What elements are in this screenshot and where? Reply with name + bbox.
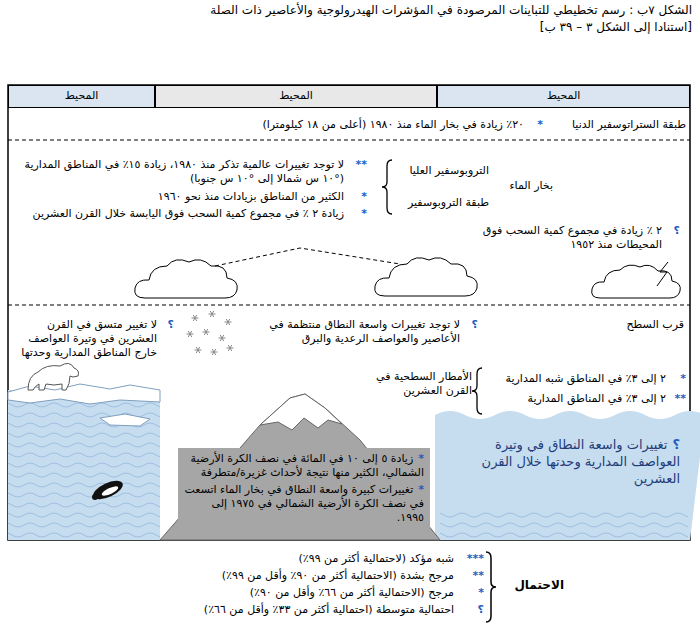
snowflake <box>212 349 216 355</box>
likelihood-mark: * <box>527 118 543 132</box>
snowflake <box>212 349 216 355</box>
annotation: الأمطار السطحية في القرن العشرين <box>362 370 472 398</box>
legend-text: شبه مؤكد (لاحتمالية أكثر من ٩٩٪) <box>299 552 454 565</box>
snowflake <box>188 331 192 337</box>
legend-text: احتمالية متوسطة (احتمالية أكثر من ٣٣٪ وأ… <box>204 603 454 616</box>
likelihood-mark: * <box>345 190 367 204</box>
snowflake <box>196 347 200 353</box>
snowflakes <box>187 311 234 355</box>
cloud <box>135 260 238 298</box>
snowflake <box>196 347 200 353</box>
legend-entry: شبه مؤكد (لاحتمالية أكثر من ٩٩٪) <box>130 552 454 566</box>
likelihood-mark: ** <box>345 158 367 172</box>
annotation: قرب السطح <box>600 318 684 332</box>
snowflake <box>228 345 232 351</box>
header-box: المحيط <box>8 85 155 108</box>
cloud <box>375 258 478 296</box>
snowflake <box>210 311 214 317</box>
mountain <box>160 394 440 540</box>
node-text: تغييرات كبيرة واسعة النطاق في بخار الماء… <box>184 483 424 525</box>
land-panel: *زيادة ٥ إلى ١٠ في المائة في نصف الكرة ا… <box>178 448 430 538</box>
likelihood-mark: ؟ <box>664 224 680 238</box>
legend-entry: مرجح بشدة (الاحتمالية أكثر من ٩٠٪ وأقل م… <box>130 569 454 583</box>
header-box: المحيط <box>155 85 437 108</box>
likelihood-mark: ؟ <box>458 603 484 617</box>
likelihood-mark: ؟ <box>158 318 174 332</box>
likelihood-mark: * <box>668 372 686 386</box>
node-text: المحيط <box>162 89 430 103</box>
sea-waves <box>440 510 688 538</box>
annotation: ٢ إلى ٣٪ في المناطق المدارية <box>490 392 666 406</box>
annotation: [استنادا إلى الشكل ٣ – ٣٩ ب] <box>300 20 692 34</box>
penguin <box>91 477 126 503</box>
likelihood-mark: * <box>458 586 484 600</box>
annotation: ٢ ٪ زيادة في مجموع كمية السحب فوق المحيط… <box>450 224 662 252</box>
bracket <box>472 368 482 414</box>
snowflake <box>204 329 208 335</box>
annotation: الاحتمال <box>500 578 564 592</box>
snowflake <box>193 315 197 321</box>
likelihood-mark: *** <box>458 552 484 566</box>
node-text: المحيط <box>444 89 683 103</box>
header-box: المحيط <box>437 85 690 108</box>
node-text: زيادة ٥ إلى ١٠ في المائة في نصف الكرة ال… <box>184 452 424 480</box>
bracket <box>486 552 496 622</box>
snowflake <box>226 319 230 325</box>
layer-line <box>8 305 690 306</box>
snowflake <box>220 335 224 341</box>
likelihood-mark: * <box>345 207 367 221</box>
likelihood-mark: ** <box>458 569 484 583</box>
snowflake <box>220 335 224 341</box>
snowflake <box>210 311 214 317</box>
snow-cap <box>260 394 342 430</box>
sea <box>8 390 160 540</box>
likelihood-mark: ؟ <box>462 318 478 332</box>
figure-title: الشكل ٧ب : رسم تخطيطي للتباينات المرصودة… <box>8 2 692 18</box>
node-text: تغييرات واسعة النطاق في وتيرة العواصف ال… <box>448 436 680 487</box>
annotation: لا توجد تغييرات واسعة النطاق منتظمة في ا… <box>240 318 460 346</box>
annotation: ٢٠٪ زيادة في بخار الماء منذ ١٩٨٠ (أعلى م… <box>230 118 524 132</box>
annotation: بخار الماء <box>483 179 553 193</box>
annotation: التروبوسفير العليا <box>397 164 489 178</box>
sea <box>435 411 700 540</box>
annotation: لا توجد تغييرات عالمية تذكر منذ ١٩٨٠، زي… <box>12 158 344 186</box>
snowflake <box>188 331 192 337</box>
cloud-link <box>215 248 400 266</box>
storm-cloud <box>592 262 681 298</box>
bracket <box>382 160 392 214</box>
annotation: طبقة التروبوسفير <box>397 196 489 210</box>
likelihood-mark: * <box>418 452 424 466</box>
snowflake <box>193 315 197 321</box>
layer-line <box>8 140 690 141</box>
annotation: طبقة الستراتوسفير الدنيا <box>548 118 686 132</box>
annotation: الكثير من المناطق بزيادات منذ نحو ١٩٦٠ <box>12 190 344 204</box>
snowflake <box>204 329 208 335</box>
snowflake <box>226 319 230 325</box>
likelihood-mark: * <box>418 483 424 497</box>
annotation: ٢ إلى ٣٪ في المناطق شبه المدارية <box>490 372 666 386</box>
legend-text: مرجح بشدة (الاحتمالية أكثر من ٩٠٪ وأقل م… <box>222 569 454 582</box>
legend-text: مرجح (الاحتمالية أكثر من ٦٦٪ وأقل من ٩٠٪… <box>250 586 454 599</box>
polar-bear <box>28 363 79 390</box>
ocean-panel: ؟تغييرات واسعة النطاق في وتيرة العواصف ا… <box>442 432 686 502</box>
snowflake <box>228 345 232 351</box>
legend-entry: مرجح (الاحتمالية أكثر من ٦٦٪ وأقل من ٩٠٪… <box>130 586 454 600</box>
legend-entry: احتمالية متوسطة (احتمالية أكثر من ٣٣٪ وأ… <box>130 603 454 617</box>
likelihood-mark: ؟ <box>672 436 680 453</box>
ice-floe <box>100 414 150 426</box>
likelihood-mark: ** <box>668 392 686 406</box>
annotation: لا تغيير متسق في القرن العشرين في وتيرة … <box>12 318 157 360</box>
node-text: المحيط <box>15 89 148 103</box>
sea-waves <box>8 400 160 540</box>
annotation: زيادة ٢ ٪ في مجموع كمية السحب فوق اليابس… <box>12 207 344 221</box>
